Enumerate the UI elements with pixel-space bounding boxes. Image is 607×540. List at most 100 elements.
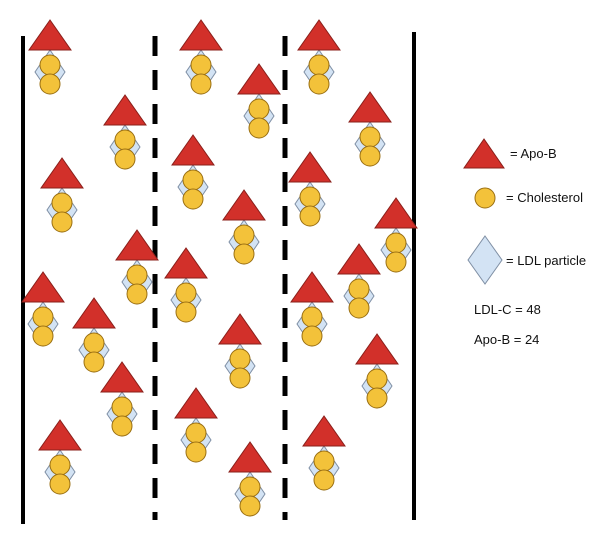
cholesterol-circle bbox=[83, 351, 105, 373]
cholesterol-circle bbox=[348, 278, 370, 300]
cholesterol-circle bbox=[385, 251, 407, 273]
cholesterol-circle bbox=[248, 98, 270, 120]
legend-apo-b-icon bbox=[463, 138, 505, 169]
cholesterol-circle bbox=[175, 301, 197, 323]
ldl-particle bbox=[21, 271, 65, 347]
cholesterol-circle bbox=[248, 117, 270, 139]
cholesterol-circle bbox=[185, 441, 207, 463]
apo-b-triangle bbox=[288, 151, 332, 183]
cholesterol-circle bbox=[299, 186, 321, 208]
cholesterol-circle bbox=[32, 325, 54, 347]
apo-b-triangle bbox=[103, 94, 147, 126]
cholesterol-circle bbox=[51, 192, 73, 214]
apo-b-triangle bbox=[290, 271, 334, 303]
cholesterol-circle bbox=[39, 73, 61, 95]
apo-b-triangle bbox=[228, 441, 272, 473]
cholesterol-circle bbox=[359, 126, 381, 148]
apo-b-triangle bbox=[237, 63, 281, 95]
cholesterol-circle bbox=[182, 169, 204, 191]
ldl-particle bbox=[288, 151, 332, 227]
apo-b-triangle bbox=[174, 387, 218, 419]
ldl-particle bbox=[28, 19, 72, 95]
ldl-particle-icon bbox=[467, 235, 503, 285]
cholesterol-circle bbox=[299, 205, 321, 227]
ldl-particle bbox=[228, 441, 272, 517]
cholesterol-circle bbox=[111, 396, 133, 418]
apo-b-triangle bbox=[337, 243, 381, 275]
apo-b-triangle bbox=[40, 157, 84, 189]
ldl-particle bbox=[355, 333, 399, 409]
ldl-particle bbox=[171, 134, 215, 210]
apo-b-triangle bbox=[115, 229, 159, 261]
ldl-particle bbox=[174, 387, 218, 463]
ldl-particle bbox=[103, 94, 147, 170]
cholesterol-circle bbox=[233, 243, 255, 265]
legend-cholesterol-label: = Cholesterol bbox=[506, 190, 583, 205]
cholesterol-circle bbox=[308, 73, 330, 95]
apo-b-triangle bbox=[222, 189, 266, 221]
cholesterol-circle bbox=[190, 54, 212, 76]
cholesterol-circle bbox=[366, 387, 388, 409]
cholesterol-circle bbox=[111, 415, 133, 437]
ldl-particle bbox=[72, 297, 116, 373]
ldl-c-value: LDL-C = 48 bbox=[474, 302, 541, 317]
cholesterol-circle bbox=[359, 145, 381, 167]
apo-b-triangle bbox=[72, 297, 116, 329]
ldl-particle bbox=[237, 63, 281, 139]
cholesterol-circle bbox=[126, 283, 148, 305]
apo-b-value: Apo-B = 24 bbox=[474, 332, 539, 347]
legend-ldl-particle-label: = LDL particle bbox=[506, 253, 586, 268]
cholesterol-circle bbox=[229, 367, 251, 389]
cholesterol-circle bbox=[233, 224, 255, 246]
apo-b-triangle bbox=[38, 419, 82, 451]
cholesterol-circle bbox=[308, 54, 330, 76]
ldl-particle bbox=[179, 19, 223, 95]
apo-b-triangle bbox=[28, 19, 72, 51]
cholesterol-circle bbox=[239, 495, 261, 517]
legend-apo-b-label: = Apo-B bbox=[510, 146, 557, 161]
cholesterol-icon bbox=[474, 187, 496, 209]
ldl-particle bbox=[302, 415, 346, 491]
apo-b-triangle bbox=[164, 247, 208, 279]
apo-b-triangle bbox=[355, 333, 399, 365]
ldl-particle bbox=[218, 313, 262, 389]
cholesterol-circle bbox=[313, 469, 335, 491]
cholesterol-circle bbox=[239, 476, 261, 498]
cholesterol-circle bbox=[114, 129, 136, 151]
apo-b-triangle bbox=[348, 91, 392, 123]
ldl-particle bbox=[100, 361, 144, 437]
apo-b-triangle bbox=[218, 313, 262, 345]
particles-layer bbox=[21, 19, 418, 517]
ldl-particle bbox=[164, 247, 208, 323]
cholesterol-circle bbox=[39, 54, 61, 76]
stats: LDL-C = 48 Apo-B = 24 bbox=[474, 302, 541, 347]
ldl-particle bbox=[222, 189, 266, 265]
apo-b-triangle bbox=[179, 19, 223, 51]
cholesterol-circle bbox=[175, 282, 197, 304]
cholesterol-circle bbox=[182, 188, 204, 210]
ldl-particle bbox=[374, 197, 418, 273]
cholesterol-circle bbox=[229, 348, 251, 370]
cholesterol-circle bbox=[51, 211, 73, 233]
apo-b-triangle bbox=[374, 197, 418, 229]
ldl-particle bbox=[337, 243, 381, 319]
cholesterol-circle bbox=[114, 148, 136, 170]
cholesterol-circle bbox=[185, 422, 207, 444]
legend: = Apo-B = Cholesterol = LDL particle bbox=[463, 138, 586, 285]
ldl-particle bbox=[297, 19, 341, 95]
cholesterol-circle bbox=[348, 297, 370, 319]
apo-b-icon bbox=[463, 138, 505, 169]
cholesterol-circle bbox=[190, 73, 212, 95]
cholesterol-circle bbox=[301, 306, 323, 328]
cholesterol-circle bbox=[126, 264, 148, 286]
vessel-walls bbox=[21, 32, 416, 524]
cholesterol-circle bbox=[313, 450, 335, 472]
apo-b-triangle bbox=[297, 19, 341, 51]
cholesterol-circle bbox=[83, 332, 105, 354]
apo-b-triangle bbox=[302, 415, 346, 447]
cholesterol-circle bbox=[385, 232, 407, 254]
apo-b-triangle bbox=[21, 271, 65, 303]
cholesterol-circle bbox=[49, 473, 71, 495]
ldl-particle bbox=[348, 91, 392, 167]
